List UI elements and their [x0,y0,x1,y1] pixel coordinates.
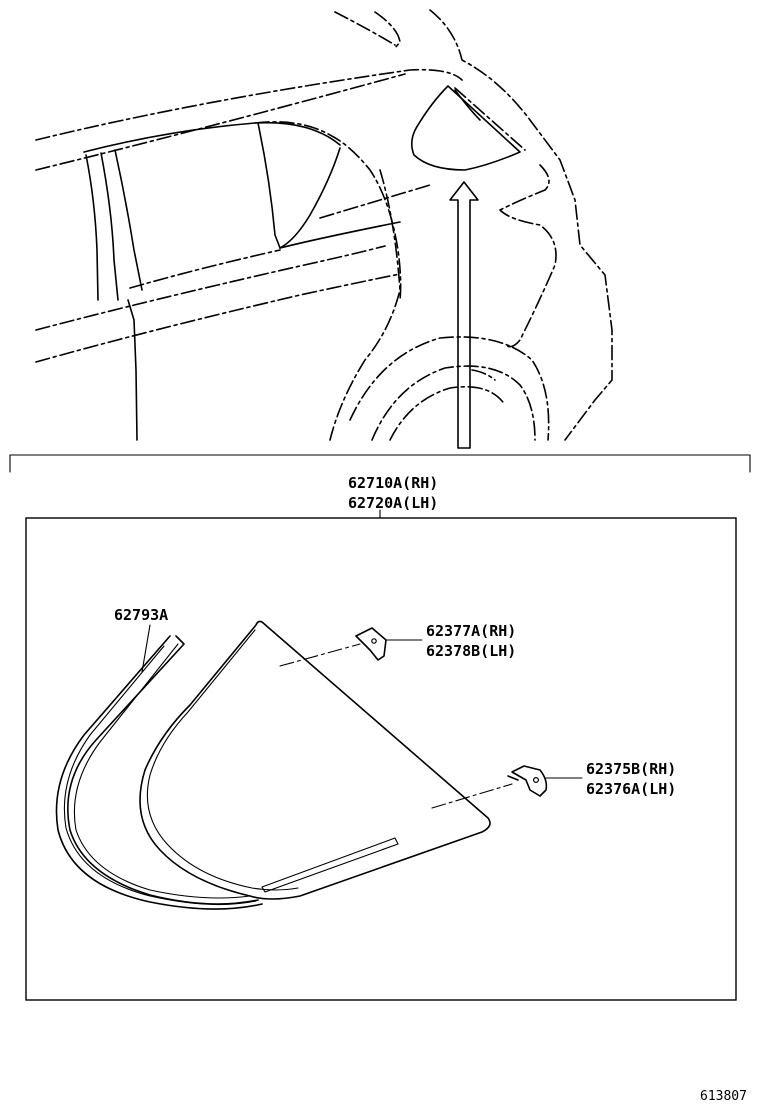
quarter-window-glass [139,620,491,900]
molding-leader-line [141,624,151,673]
lower-clip-label-rh: 62375B(RH) [586,760,676,778]
upper-clip [355,627,423,661]
assembly-bracket [9,454,751,519]
installation-arrow [449,181,479,449]
parts-box [25,517,737,1001]
drawing-number: 613807 [700,1089,747,1104]
vehicle-quarter-sketch [35,9,613,441]
upper-clip-leader-line [279,643,361,667]
lower-clip-leader-line [431,783,513,809]
assembly-label-rh: 62710A(RH) [348,474,438,492]
upper-clip-label-lh: 62378B(LH) [426,642,516,660]
molding-label: 62793A [114,606,168,624]
upper-clip-label-rh: 62377A(RH) [426,622,516,640]
assembly-label-lh: 62720A(LH) [348,494,438,512]
lower-clip [507,765,583,797]
lower-clip-label-lh: 62376A(LH) [586,780,676,798]
quarter-window-molding [55,635,263,910]
